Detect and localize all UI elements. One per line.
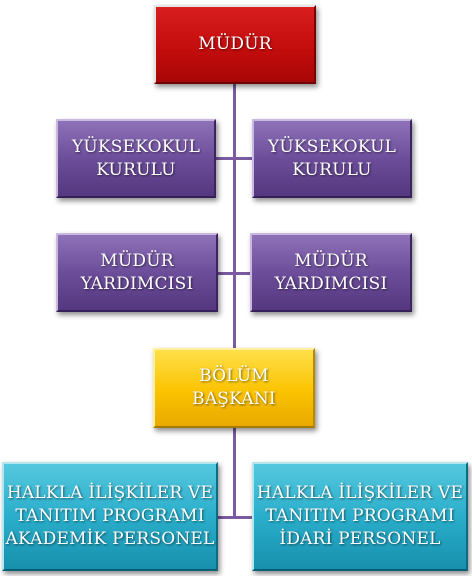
connector-head-to-staff [233,428,236,518]
director-node[interactable]: MÜDÜR [154,5,316,84]
board-right-label: YÜKSEKOKUL KURULU [267,136,397,180]
assistant-node-left[interactable]: MÜDÜR YARDIMCISI [56,233,218,312]
admin-staff-node[interactable]: HALKLA İLİŞKİLER VE TANITIM PROGRAMI İDA… [252,462,468,571]
department-head-node[interactable]: BÖLÜM BAŞKANI [153,348,315,428]
department-head-label: BÖLÜM BAŞKANI [192,366,276,409]
connector-staff [216,516,254,519]
connector-boards [214,157,254,160]
academic-staff-node[interactable]: HALKLA İLİŞKİLER VE TANITIM PROGRAMI AKA… [2,462,218,571]
board-left-label: YÜKSEKOKUL KURULU [71,136,201,180]
admin-staff-label: HALKLA İLİŞKİLER VE TANITIM PROGRAMI İDA… [256,483,464,549]
connector-assistants [216,272,252,275]
board-node-right[interactable]: YÜKSEKOKUL KURULU [252,119,412,198]
assistant-node-right[interactable]: MÜDÜR YARDIMCISI [250,233,412,312]
academic-staff-label: HALKLA İLİŞKİLER VE TANITIM PROGRAMI AKA… [5,483,215,549]
connector-main-trunk [233,84,236,350]
director-label: MÜDÜR [198,34,272,54]
assistant-right-label: MÜDÜR YARDIMCISI [274,250,388,294]
board-node-left[interactable]: YÜKSEKOKUL KURULU [56,119,216,198]
assistant-left-label: MÜDÜR YARDIMCISI [80,250,194,294]
